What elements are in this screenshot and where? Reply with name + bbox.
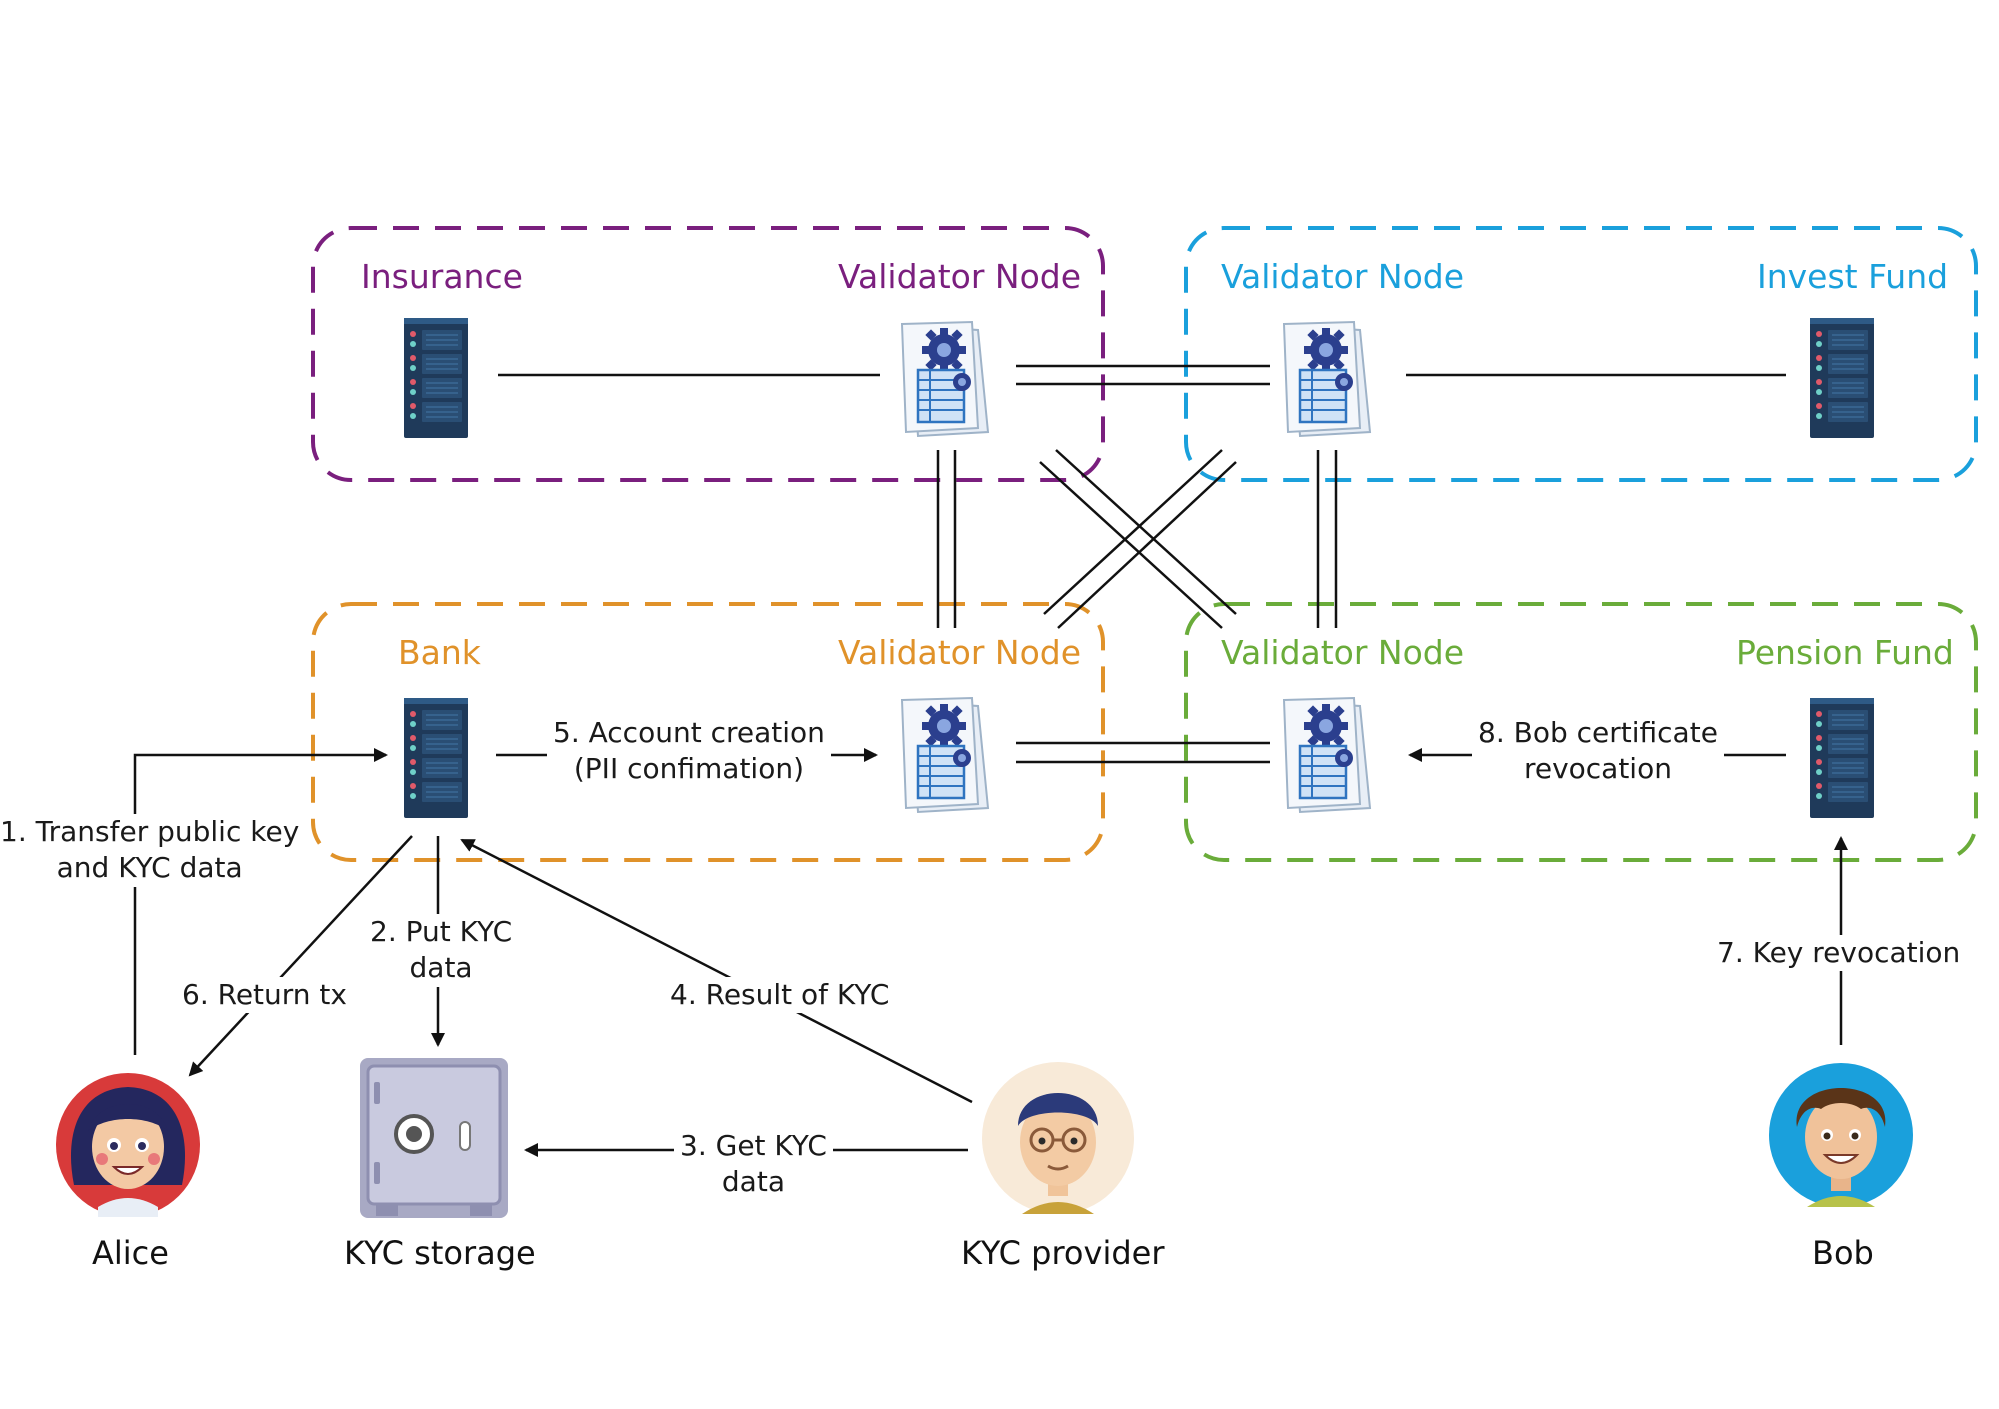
alice-avatar-icon — [56, 1073, 200, 1217]
bank-validator-icon — [900, 696, 990, 814]
bank-validator-title: Validator Node — [838, 633, 1082, 672]
pension-validator-icon — [1282, 696, 1372, 814]
bank-group-box — [311, 602, 1105, 862]
step-7-label: 7. Key revocation — [1711, 935, 1967, 972]
bob-avatar-icon — [1769, 1063, 1913, 1207]
step-5-label: 5. Account creation(PII confimation) — [547, 715, 831, 788]
cross-link-b2 — [1043, 449, 1223, 615]
invest-title: Invest Fund — [1757, 257, 1949, 296]
bank-title: Bank — [398, 633, 481, 672]
pension-server-icon — [1810, 698, 1874, 818]
invest-server-icon — [1810, 318, 1874, 438]
arrow-step-4 — [460, 838, 973, 1104]
invest-validator-title: Validator Node — [1221, 257, 1465, 296]
arrow-step-6 — [188, 835, 413, 1077]
insurance-validator-title: Validator Node — [838, 257, 1082, 296]
safe-vault-icon — [360, 1058, 508, 1218]
invest-validator-icon — [1282, 320, 1372, 438]
alice-name: Alice — [92, 1234, 169, 1272]
cross-link-a2 — [1055, 449, 1237, 615]
kyc-provider-avatar-icon — [982, 1062, 1134, 1214]
kyc-provider-name: KYC provider — [961, 1234, 1165, 1272]
cross-link-a1 — [1039, 461, 1223, 629]
bank-server-icon — [404, 698, 468, 818]
cross-link-b1 — [1057, 461, 1237, 629]
insurance-group-box — [311, 226, 1105, 482]
insurance-validator-icon — [900, 320, 990, 438]
kyc-storage-name: KYC storage — [344, 1234, 536, 1272]
bob-name: Bob — [1812, 1234, 1874, 1272]
invest-group-box — [1184, 226, 1978, 482]
insurance-title: Insurance — [361, 257, 523, 296]
arrow-step-1 — [133, 748, 388, 1055]
step-4-label: 4. Result of KYC — [664, 977, 896, 1014]
pension-validator-title: Validator Node — [1221, 633, 1465, 672]
step-6-label: 6. Return tx — [176, 977, 353, 1014]
insurance-server-icon — [404, 318, 468, 438]
pension-title: Pension Fund — [1736, 633, 1954, 672]
pension-group-box — [1184, 602, 1978, 862]
